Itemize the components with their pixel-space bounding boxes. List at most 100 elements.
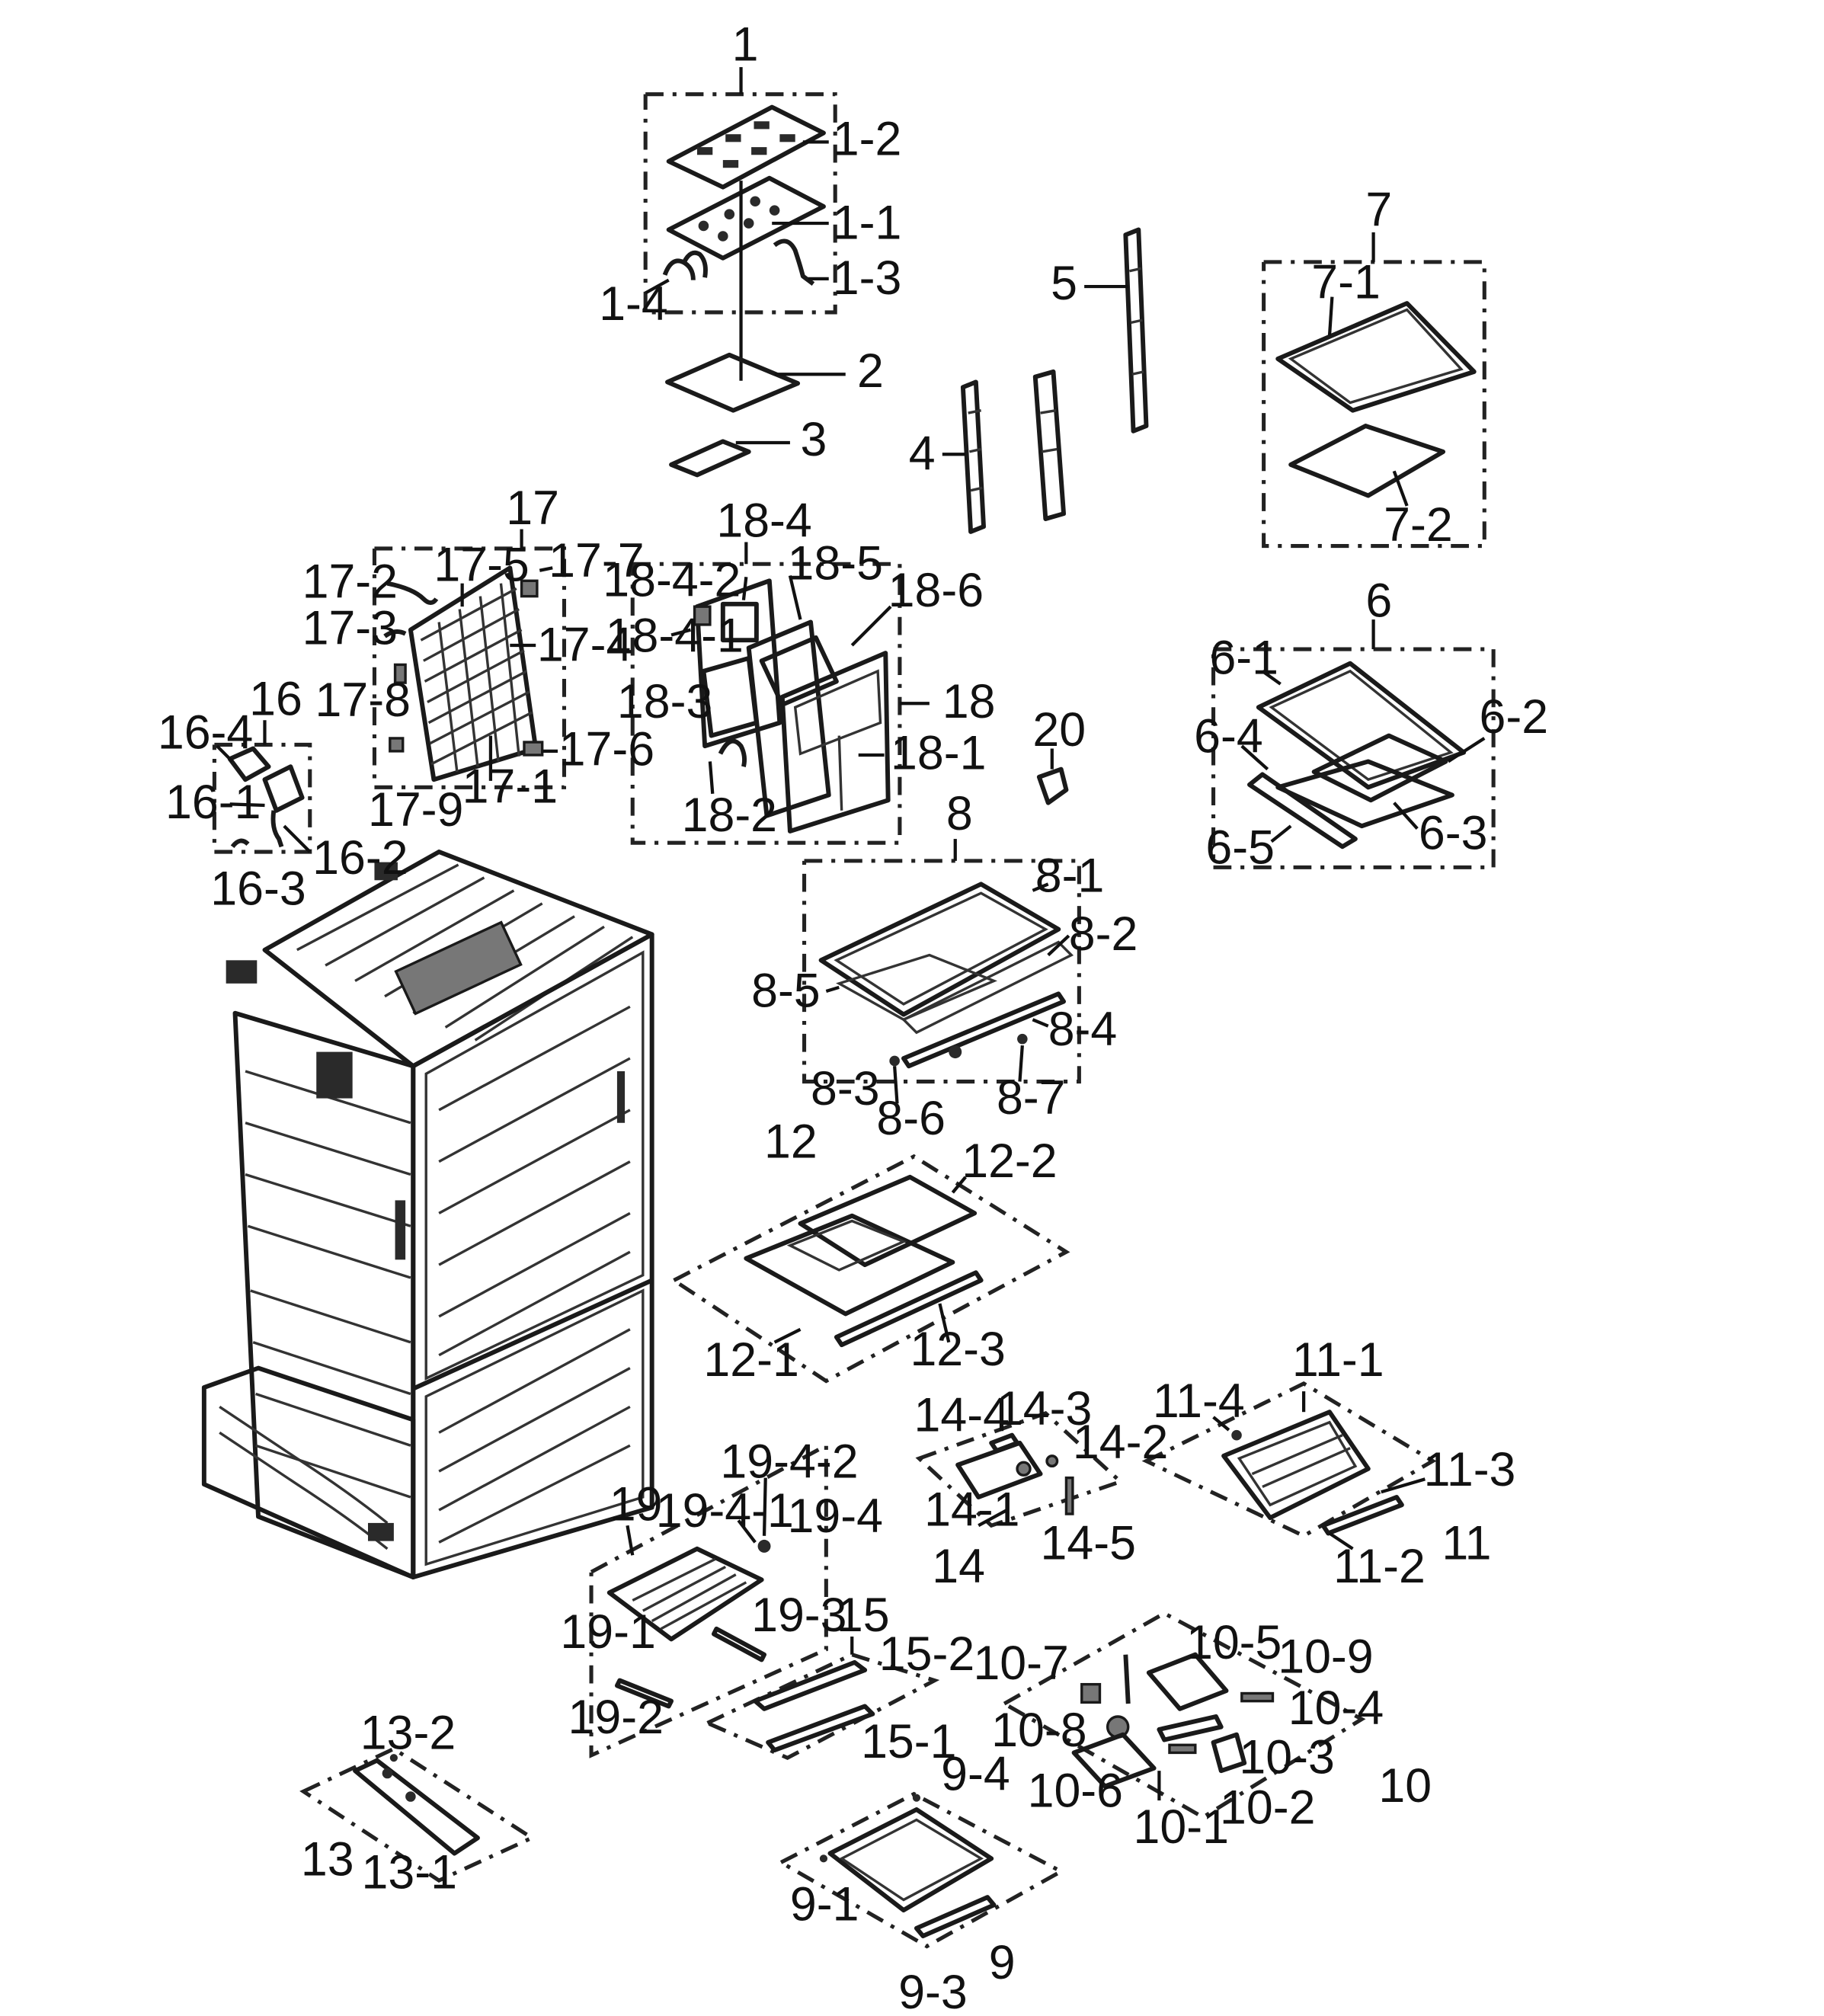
- part-10-6-cover: [1071, 1732, 1157, 1789]
- part-17-2-wire: [386, 581, 439, 606]
- label-8-2: 8-2: [1069, 907, 1138, 961]
- part-4-rail-left: [942, 369, 1067, 534]
- part-13-2-screw: [389, 1754, 398, 1762]
- part-7-2-glass-shelf: [1288, 424, 1446, 498]
- part-3-bracket: [669, 439, 751, 478]
- label-19-3: 19-3: [751, 1589, 846, 1642]
- label-12: 12: [764, 1115, 818, 1169]
- label-14-3: 14-3: [997, 1382, 1092, 1435]
- label-17-5: 17-5: [434, 538, 529, 591]
- label-3: 3: [800, 413, 827, 466]
- label-14-5: 14-5: [1041, 1516, 1136, 1570]
- part-group-13: [299, 1746, 536, 1883]
- part-labels: 1 1-2 1-1 1-3 1-4 2 3 4 5 7 7-1 7-2 17 1…: [158, 18, 1548, 2016]
- part-18-4-1-cover: [720, 601, 759, 643]
- label-18-1: 18-1: [891, 727, 986, 780]
- part-9-4-screw: [912, 1794, 921, 1802]
- label-10-6: 10-6: [1028, 1765, 1123, 1818]
- part-19-2-rail: [614, 1678, 674, 1709]
- label-7-1: 7-1: [1311, 255, 1381, 309]
- part-20-latch: [1036, 766, 1069, 805]
- part-16-1-motor: [262, 764, 305, 813]
- label-17-3: 17-3: [302, 601, 398, 654]
- part-group-6: [1211, 619, 1496, 869]
- label-17-2: 17-2: [302, 555, 398, 608]
- label-16-3: 16-3: [210, 862, 306, 915]
- label-10-2: 10-2: [1220, 1781, 1315, 1835]
- part-7-1-shelf-frame: [1275, 301, 1477, 413]
- label-17: 17: [506, 482, 559, 535]
- part-10-1-shaft: [1157, 1714, 1224, 1742]
- label-17-9: 17-9: [368, 783, 463, 837]
- label-18: 18: [942, 675, 996, 728]
- label-18-4-1: 18-4-1: [606, 609, 744, 662]
- part-16-2-harness: [270, 810, 284, 848]
- label-12-2: 12-2: [962, 1134, 1057, 1188]
- label-1-1: 1-1: [833, 196, 902, 249]
- part-6-2-glass-shelf: [1311, 733, 1448, 803]
- part-group-7: [1262, 232, 1486, 549]
- part-group-16: [212, 720, 312, 854]
- part-6-5-rail: [1247, 772, 1358, 850]
- label-8-6: 8-6: [876, 1092, 946, 1145]
- label-8-5: 8-5: [751, 964, 821, 1017]
- label-17-6: 17-6: [559, 723, 654, 776]
- label-8: 8: [946, 787, 973, 840]
- label-15-1: 15-1: [861, 1715, 956, 1768]
- label-11-4: 11-4: [1153, 1374, 1245, 1428]
- label-1: 1: [732, 18, 759, 72]
- part-17-9-sensor: [389, 737, 405, 753]
- part-1-2-panel-cover: [666, 104, 826, 190]
- part-12-2-glass: [798, 1174, 978, 1268]
- label-20: 20: [1032, 703, 1086, 757]
- label-9: 9: [989, 1936, 1016, 1989]
- label-13-2: 13-2: [360, 1706, 456, 1759]
- part-13-1-panel: [353, 1758, 480, 1856]
- label-11-1: 11-1: [1292, 1333, 1384, 1387]
- part-group-1: [643, 67, 837, 381]
- part-group-10: [1000, 1611, 1366, 1820]
- label-1-3: 1-3: [833, 251, 902, 305]
- part-5-rail-right: [1084, 227, 1149, 434]
- part-group-9: [776, 1791, 1065, 1949]
- label-13-1: 13-1: [362, 1845, 457, 1899]
- part-10-2-spacer: [1168, 1743, 1197, 1755]
- part-17-3-clip: [383, 629, 407, 638]
- label-16-2: 16-2: [312, 831, 408, 885]
- label-19-4: 19-4: [788, 1490, 883, 1543]
- label-10-5: 10-5: [1186, 1616, 1282, 1669]
- label-9-4: 9-4: [941, 1748, 1010, 1801]
- label-18-4-2: 18-4-2: [603, 554, 741, 607]
- part-9-3-rail: [914, 1895, 997, 1938]
- part-10-5-bracket: [1146, 1652, 1229, 1711]
- part-14-3-screw: [1016, 1461, 1032, 1477]
- part-2-panel-frame: [665, 352, 801, 413]
- label-15-2: 15-2: [879, 1627, 974, 1681]
- part-8-4-rail: [901, 991, 1067, 1069]
- part-10-4-pin: [1240, 1691, 1275, 1703]
- part-group-11: [1141, 1381, 1437, 1550]
- part-group-17: [372, 529, 567, 789]
- part-17-8-sensor: [393, 663, 407, 684]
- label-18-4: 18-4: [716, 494, 811, 548]
- label-17-7: 17-7: [549, 534, 644, 587]
- label-16-4: 16-4: [158, 706, 253, 760]
- part-group-15: [702, 1636, 940, 1761]
- label-18-5: 18-5: [788, 537, 883, 590]
- part-group-8: [802, 839, 1081, 1104]
- part-1-1-control-board: [666, 175, 826, 261]
- label-11: 11: [1442, 1516, 1491, 1570]
- part-19-3-rail: [712, 1626, 767, 1662]
- label-18-3: 18-3: [617, 675, 712, 728]
- part-8-5-glass: [836, 953, 997, 1022]
- label-10-8: 10-8: [991, 1704, 1086, 1757]
- label-9-1: 9-1: [790, 1878, 859, 1931]
- label-19-2: 19-2: [568, 1691, 664, 1744]
- label-13: 13: [301, 1832, 354, 1886]
- part-1-4-harness: [662, 250, 708, 280]
- label-7: 7: [1365, 183, 1392, 236]
- label-8-4: 8-4: [1048, 1003, 1118, 1056]
- part-11-3-rail: [1320, 1495, 1404, 1536]
- part-18-4-2-switch: [693, 605, 712, 626]
